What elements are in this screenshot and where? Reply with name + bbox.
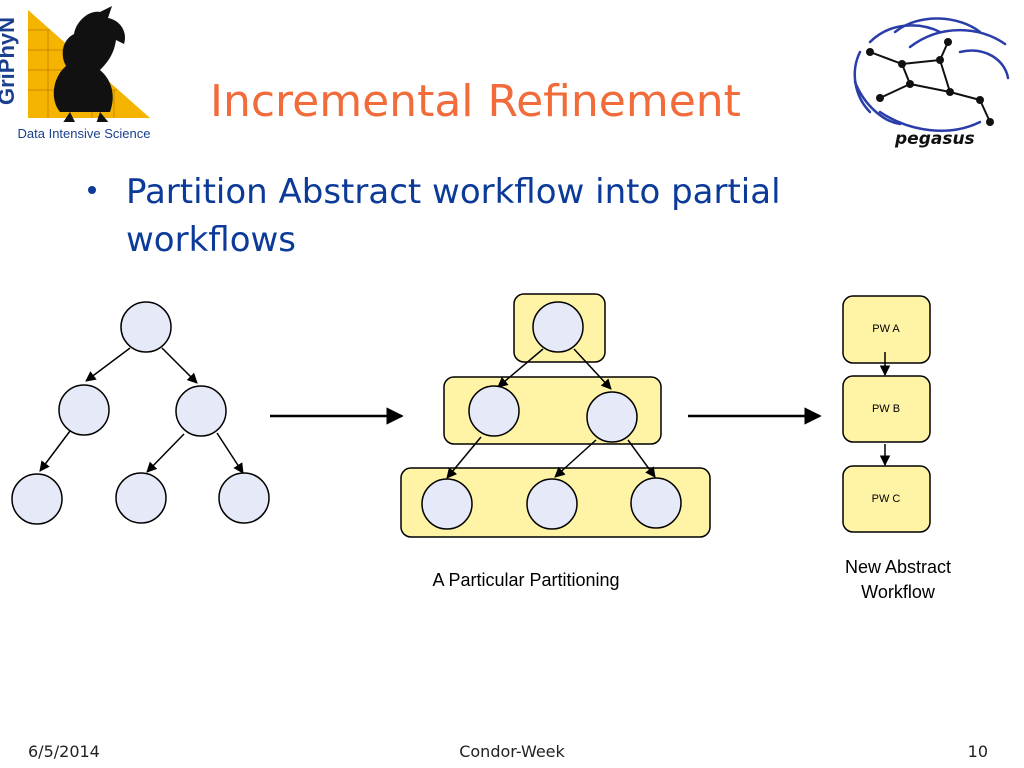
griphyn-caption: Data Intensive Science <box>18 126 151 141</box>
footer-title: Condor-Week <box>459 742 565 761</box>
workflow-node <box>218 472 270 524</box>
griphyn-logo: GriPhyN Data Intensive Science <box>0 0 170 145</box>
griffin-icon <box>53 6 126 124</box>
workflow-node <box>586 391 638 443</box>
edge <box>497 348 544 388</box>
partition-caption: A Particular Partitioning <box>432 570 619 590</box>
new-abstract-workflow: PW A PW B PW C New Abstract Workflow <box>842 295 951 602</box>
workflow-node <box>526 478 578 530</box>
edge <box>146 433 185 473</box>
griphyn-wordmark: GriPhyN <box>0 17 19 105</box>
workflow-diagram: A Particular Partitioning PW A PW B PW C… <box>11 293 951 602</box>
footer-date: 6/5/2014 <box>28 742 100 761</box>
slide-title: Incremental Refinement <box>210 76 741 127</box>
new-workflow-caption-line-1: New Abstract <box>845 557 951 577</box>
abstract-workflow <box>11 301 270 525</box>
pegasus-logo: pegasus <box>853 17 1010 149</box>
workflow-node <box>468 385 520 437</box>
edge <box>446 436 482 479</box>
bullet-line-1: Partition Abstract workflow into partial <box>126 172 781 212</box>
new-workflow-caption-line-2: Workflow <box>861 582 936 602</box>
bullet-line-2: workflows <box>126 220 297 260</box>
workflow-node <box>630 477 682 529</box>
partial-workflow-a <box>842 295 931 364</box>
edge <box>627 439 656 478</box>
bullet-dot <box>88 186 96 194</box>
workflow-node <box>175 385 227 437</box>
edge <box>39 430 71 472</box>
bullet-text: Partition Abstract workflow into partial… <box>126 168 846 264</box>
workflow-node <box>421 478 473 530</box>
edge <box>85 347 131 382</box>
pw-label-c: PW C <box>872 493 901 505</box>
workflow-node <box>115 472 167 524</box>
partitioned-workflow: A Particular Partitioning <box>400 293 711 590</box>
slide-number: 10 <box>967 742 988 761</box>
edge <box>573 348 612 390</box>
workflow-node <box>11 473 63 525</box>
workflow-node <box>532 301 584 353</box>
pegasus-wordmark: pegasus <box>894 129 975 149</box>
edge <box>216 432 244 474</box>
workflow-node <box>58 384 110 436</box>
pw-label-a: PW A <box>872 323 900 335</box>
pw-label-b: PW B <box>872 403 900 415</box>
edge <box>161 347 198 384</box>
edge <box>554 439 597 478</box>
workflow-node <box>120 301 172 353</box>
